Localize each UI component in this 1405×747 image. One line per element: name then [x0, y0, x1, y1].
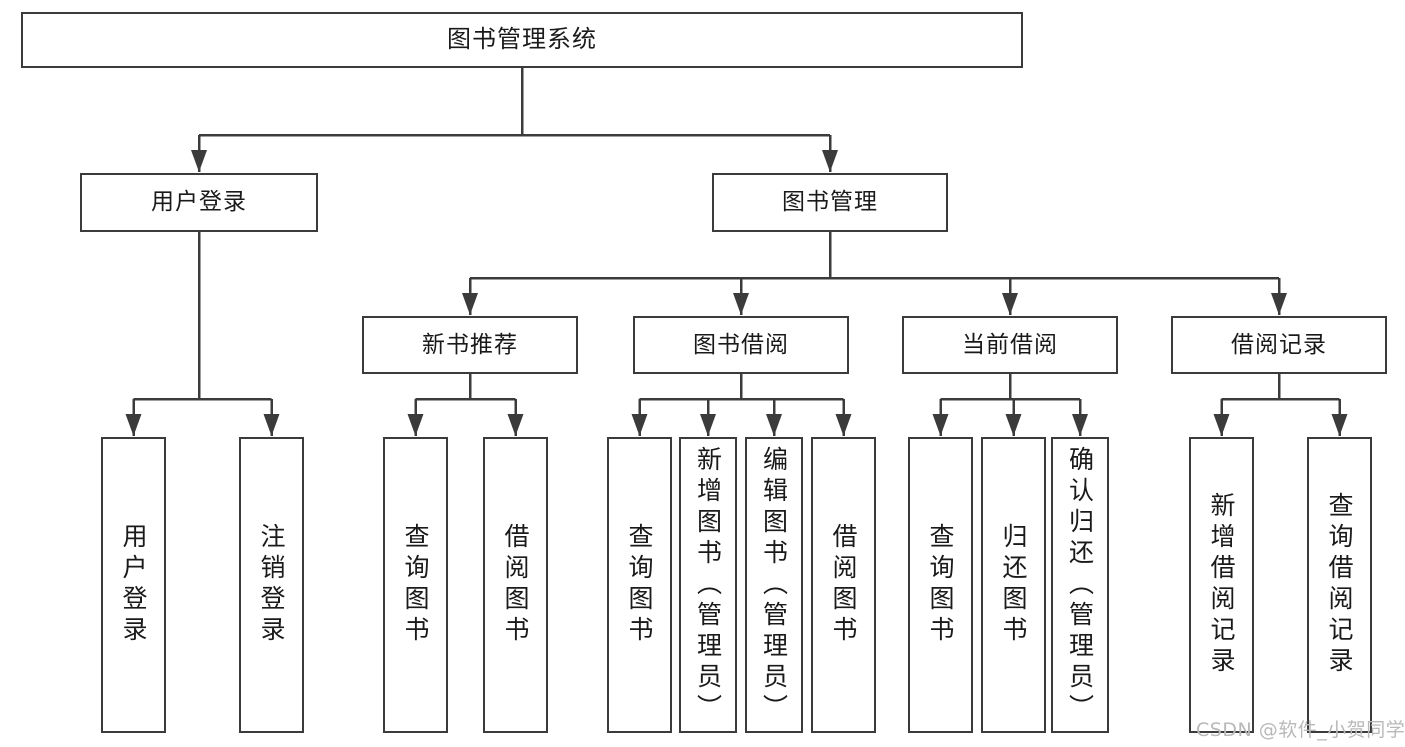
- node-label: 借阅图书: [829, 523, 858, 647]
- node-leaf-bb-edit[interactable]: 编辑图书（管理员）: [745, 437, 803, 733]
- node-leaf-cb-query[interactable]: 查询图书: [908, 437, 973, 733]
- node-leaf-rec-borrow[interactable]: 借阅图书: [483, 437, 548, 733]
- node-label: 图书管理系统: [447, 25, 597, 54]
- node-leaf-br-query[interactable]: 查询借阅记录: [1307, 437, 1372, 733]
- node-leaf-cb-return[interactable]: 归还图书: [981, 437, 1046, 733]
- node-leaf-user-login[interactable]: 用户登录: [101, 437, 166, 733]
- node-book-manage[interactable]: 图书管理: [712, 173, 948, 232]
- node-label: 图书借阅: [693, 331, 789, 358]
- node-label: 编辑图书（管理员）: [759, 445, 789, 725]
- node-new-book-rec[interactable]: 新书推荐: [362, 316, 578, 374]
- csdn-watermark: CSDN @软件_小贺同学: [1196, 719, 1405, 741]
- node-borrow-record[interactable]: 借阅记录: [1171, 316, 1387, 374]
- node-leaf-bb-borrow[interactable]: 借阅图书: [811, 437, 876, 733]
- node-user-login[interactable]: 用户登录: [80, 173, 318, 232]
- node-label: 查询借阅记录: [1325, 492, 1354, 678]
- node-leaf-bb-add[interactable]: 新增图书（管理员）: [679, 437, 737, 733]
- node-label: 确认归还（管理员）: [1065, 445, 1095, 725]
- node-label: 借阅图书: [501, 523, 530, 647]
- node-label: 注销登录: [257, 523, 286, 647]
- node-leaf-user-logout[interactable]: 注销登录: [239, 437, 304, 733]
- node-book-borrow[interactable]: 图书借阅: [633, 316, 849, 374]
- node-label: 查询图书: [401, 523, 430, 647]
- node-label: 新增图书（管理员）: [693, 445, 723, 725]
- node-label: 借阅记录: [1231, 331, 1327, 358]
- node-leaf-rec-query[interactable]: 查询图书: [383, 437, 448, 733]
- node-label: 图书管理: [782, 189, 878, 216]
- node-current-borrow[interactable]: 当前借阅: [902, 316, 1118, 374]
- node-label: 新书推荐: [422, 331, 518, 358]
- node-label: 用户登录: [119, 523, 148, 647]
- node-label: 当前借阅: [962, 331, 1058, 358]
- node-label: 查询图书: [625, 523, 654, 647]
- node-label: 用户登录: [151, 189, 247, 216]
- node-label: 归还图书: [999, 523, 1028, 647]
- node-leaf-bb-query[interactable]: 查询图书: [607, 437, 672, 733]
- node-leaf-br-add[interactable]: 新增借阅记录: [1189, 437, 1254, 733]
- node-root[interactable]: 图书管理系统: [21, 12, 1023, 68]
- node-label: 查询图书: [926, 523, 955, 647]
- node-leaf-cb-confirm[interactable]: 确认归还（管理员）: [1051, 437, 1109, 733]
- node-label: 新增借阅记录: [1207, 492, 1236, 678]
